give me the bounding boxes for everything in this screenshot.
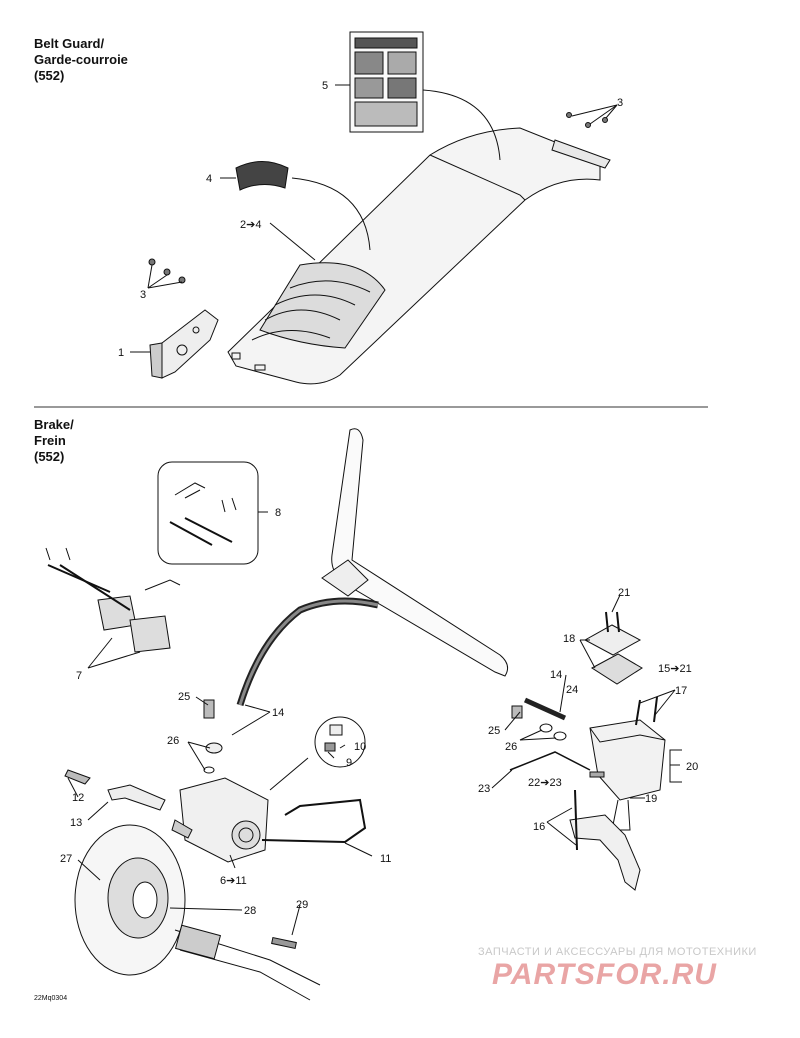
- callout-3: 3: [140, 289, 146, 301]
- callout-11: 11: [380, 853, 391, 865]
- callout-9: 9: [346, 757, 352, 769]
- callout-17: 17: [675, 685, 687, 697]
- callout-5: 5: [322, 80, 328, 92]
- callout-16: 16: [533, 821, 545, 833]
- brake-lever-part: [569, 789, 641, 891]
- callout-10: 10: [354, 741, 366, 753]
- callout-15-21: 15➔21: [658, 663, 692, 675]
- brake-pads-part: [45, 547, 181, 653]
- belt-guard-title: Belt Guard/ Garde-courroie (552): [34, 36, 128, 84]
- callout-26: 26: [167, 735, 179, 747]
- drawing-code: 22Mq0304: [34, 995, 68, 1002]
- callout-labels: 5 3 4 2➔4 3 1 8 7 25 14 26 10 9 12 13 11…: [60, 80, 698, 917]
- callout-25: 25: [488, 725, 500, 737]
- callout-26: 26: [505, 741, 517, 753]
- callout-13: 13: [70, 817, 82, 829]
- belt-guard-model: (552): [34, 68, 65, 83]
- callout-8: 8: [275, 507, 281, 519]
- brake-model: (552): [34, 449, 65, 464]
- belt-guard-title-fr: Garde-courroie: [34, 52, 128, 67]
- caliper-part: [171, 777, 269, 863]
- decal-part: [235, 161, 289, 191]
- callout-21: 21: [618, 587, 630, 599]
- callout-24: 24: [566, 684, 578, 696]
- brake-title-en: Brake/: [34, 417, 74, 432]
- callout-7: 7: [76, 670, 82, 682]
- callout-25: 25: [178, 691, 190, 703]
- belt-guard-part: [227, 127, 611, 385]
- callout-14: 14: [272, 707, 284, 719]
- callout-23: 23: [478, 783, 490, 795]
- belt-guard-title-en: Belt Guard/: [34, 36, 105, 51]
- brake-title-fr: Frein: [34, 433, 66, 448]
- bracket-part: [149, 309, 219, 379]
- callout-2-4: 2➔4: [240, 219, 261, 231]
- watermark-tagline: ЗАПЧАСТИ И АКСЕССУАРЫ ДЛЯ МОТОТЕХНИКИ: [478, 946, 757, 958]
- callout-14: 14: [550, 669, 562, 681]
- callout-12: 12: [72, 792, 84, 804]
- callout-3: 3: [617, 97, 623, 109]
- callout-19: 19: [645, 793, 657, 805]
- callout-29: 29: [296, 899, 308, 911]
- callout-6-11: 6➔11: [220, 875, 247, 887]
- callout-27: 27: [60, 853, 72, 865]
- kit-box: [157, 461, 259, 565]
- brake-title: Brake/ Frein (552): [34, 417, 74, 465]
- handlebar-part: [321, 428, 509, 677]
- callout-1: 1: [118, 347, 124, 359]
- callout-4: 4: [206, 173, 212, 185]
- warning-label-part: [349, 31, 424, 133]
- callout-20: 20: [686, 761, 698, 773]
- brake-disc-part: [74, 824, 186, 976]
- callout-18: 18: [563, 633, 575, 645]
- callout-28: 28: [244, 905, 256, 917]
- callout-22-23: 22➔23: [528, 777, 562, 789]
- watermark-logo: PARTSFOR.RU: [492, 958, 717, 991]
